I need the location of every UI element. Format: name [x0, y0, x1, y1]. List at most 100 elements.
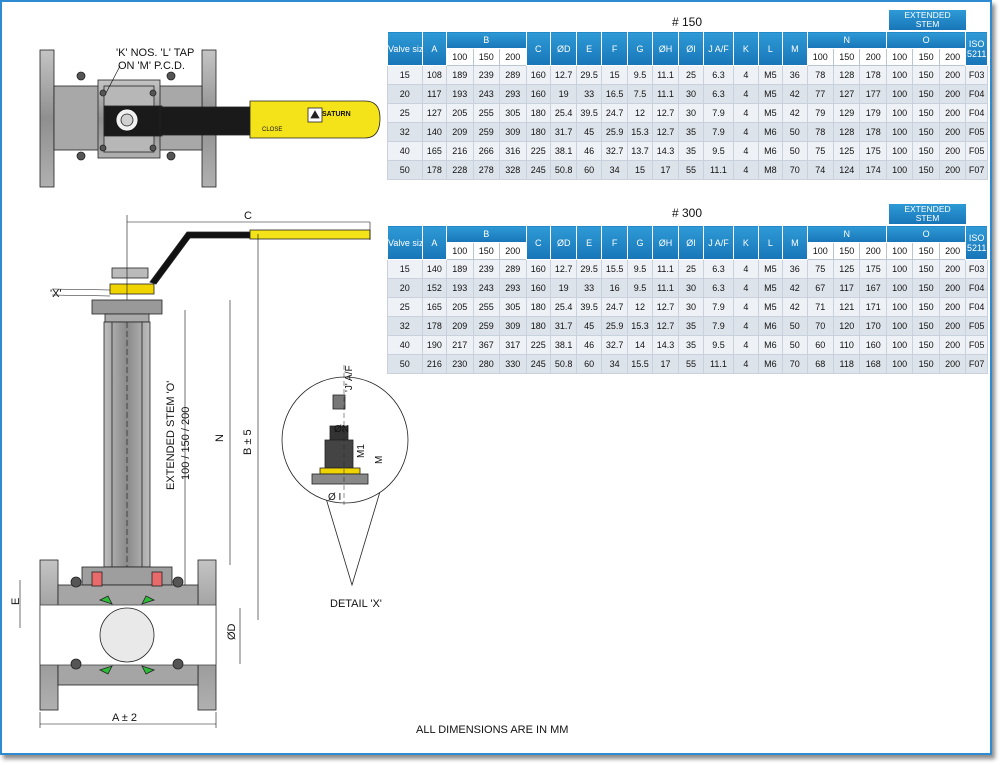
dim-label-c: C — [244, 210, 252, 222]
table-cell: 11.1 — [651, 84, 680, 104]
table-cell: 17 — [651, 160, 680, 180]
table-cell: 13.7 — [627, 141, 653, 161]
table-cell: 60 — [576, 160, 602, 180]
table-cell: 100 — [885, 141, 914, 161]
sub-n-100: 100 — [806, 48, 835, 66]
table-cell: 150 — [912, 160, 940, 180]
table-cell: 309 — [499, 122, 527, 142]
table-cell: 317 — [499, 335, 527, 355]
table-cell: 12.7 — [651, 316, 680, 336]
table-cell: 15 — [600, 65, 629, 85]
table-cell: 70 — [782, 354, 808, 374]
table-cell: 79 — [806, 103, 835, 123]
table-cell: 121 — [832, 297, 861, 317]
table-cell: 165 — [421, 297, 448, 317]
sub-n-100: 100 — [806, 242, 835, 260]
table-cell: 42 — [782, 103, 808, 123]
table-cell: 160 — [859, 335, 887, 355]
table-cell: F04 — [965, 103, 988, 123]
table-cell: 171 — [859, 297, 887, 317]
table-cell: 239 — [472, 259, 501, 279]
table-cell: 140 — [421, 259, 448, 279]
hdr-o: O — [885, 31, 967, 49]
table-cell: 14 — [627, 335, 653, 355]
table-cell: M5 — [757, 259, 784, 279]
table-cell: 50 — [782, 335, 808, 355]
table-cell: 39.5 — [576, 297, 602, 317]
table-cell: 31.7 — [549, 316, 578, 336]
detail-label-n: ØN — [334, 424, 349, 435]
table-cell: 15.5 — [627, 354, 653, 374]
table-cell: 255 — [472, 297, 501, 317]
table-cell: 117 — [421, 84, 448, 104]
table-cell: 70 — [806, 316, 835, 336]
table-cell: 167 — [859, 278, 887, 298]
table-cell: F04 — [965, 278, 988, 298]
table-cell: 4 — [733, 65, 759, 85]
table-cell: 100 — [885, 160, 914, 180]
table-cell: 25.9 — [600, 316, 629, 336]
sub-n-200: 200 — [859, 242, 887, 260]
table-cell: 150 — [912, 84, 940, 104]
tap-note-line1: 'K' NOS. 'L' TAP — [116, 47, 195, 59]
table-cell: 70 — [782, 160, 808, 180]
table-cell: 200 — [938, 103, 967, 123]
sub-b-200: 200 — [499, 242, 527, 260]
table-cell: 6.3 — [702, 65, 735, 85]
hdr-k: K — [733, 225, 759, 260]
table-cell: 4 — [733, 297, 759, 317]
table-cell: 46 — [576, 141, 602, 161]
table-cell: 6.3 — [702, 259, 735, 279]
table-cell: 178 — [421, 316, 448, 336]
table-cell: 125 — [832, 259, 861, 279]
table-cell: 50.8 — [549, 354, 578, 374]
table-cell: 259 — [472, 316, 501, 336]
hdr-f: F — [600, 31, 629, 66]
table-cell: F07 — [965, 354, 988, 374]
table-cell: 36 — [782, 259, 808, 279]
table-cell: 200 — [938, 297, 967, 317]
table-cell: 108 — [421, 65, 448, 85]
table-cell: 330 — [499, 354, 527, 374]
table-cell: 55 — [678, 160, 704, 180]
table-cell: 32 — [387, 122, 423, 142]
table-150-title: # 150 — [672, 15, 703, 29]
hdr-j: J A/F — [702, 31, 735, 66]
table-cell: 150 — [912, 335, 940, 355]
table-cell: F05 — [965, 335, 988, 355]
table-cell: 15 — [627, 160, 653, 180]
table-cell: 100 — [885, 122, 914, 142]
hdr-m: M — [782, 225, 808, 260]
table-cell: 7.9 — [702, 297, 735, 317]
table-cell: 25 — [678, 259, 704, 279]
table-cell: 33 — [576, 278, 602, 298]
table-cell: 190 — [421, 335, 448, 355]
table-cell: 25 — [387, 103, 423, 123]
table-cell: 35 — [678, 141, 704, 161]
table-cell: 12.7 — [549, 65, 578, 85]
table-cell: 35 — [678, 122, 704, 142]
table-cell: 243 — [472, 84, 501, 104]
table-cell: 45 — [576, 316, 602, 336]
hdr-m: M — [782, 31, 808, 66]
table-cell: 30 — [678, 84, 704, 104]
table-300: Valve size A B C ØD E F G ØH ØI J A/F K … — [387, 225, 988, 374]
table-cell: 225 — [525, 141, 551, 161]
table-cell: 7.5 — [627, 84, 653, 104]
table-cell: 200 — [938, 316, 967, 336]
table-cell: 20 — [387, 84, 423, 104]
table-cell: 15.5 — [600, 259, 629, 279]
table-cell: 24.7 — [600, 103, 629, 123]
table-cell: 129 — [832, 103, 861, 123]
table-cell: 4 — [733, 316, 759, 336]
table-cell: 179 — [859, 103, 887, 123]
hdr-c: C — [525, 225, 551, 260]
table-cell: 39.5 — [576, 103, 602, 123]
table-cell: 11.1 — [702, 160, 735, 180]
hdr-g: G — [627, 225, 653, 260]
table-cell: 150 — [912, 103, 940, 123]
table-cell: 15 — [387, 259, 423, 279]
